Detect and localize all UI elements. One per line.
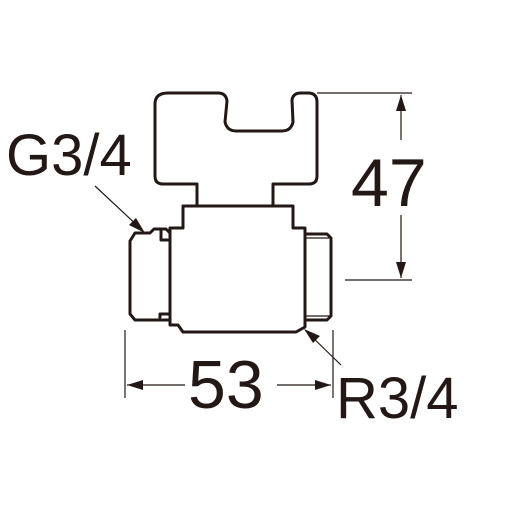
left-threaded-end <box>128 227 172 322</box>
right-threaded-end <box>303 232 333 322</box>
height-arrow-top <box>396 95 406 111</box>
leader-arrow-r34 <box>304 329 320 343</box>
thread-label-right: R3/4 <box>336 366 459 431</box>
height-dimension-value: 47 <box>351 145 427 221</box>
length-arrow-right <box>315 380 331 390</box>
length-arrow-left <box>127 380 143 390</box>
valve-body-center <box>168 204 307 334</box>
left-thread-detail <box>158 227 172 322</box>
thread-label-left: G3/4 <box>6 123 132 188</box>
length-dimension-value: 53 <box>188 347 264 423</box>
height-arrow-bottom <box>396 262 406 278</box>
butterfly-handle <box>153 91 319 208</box>
leader-arrow-g34 <box>129 218 145 233</box>
